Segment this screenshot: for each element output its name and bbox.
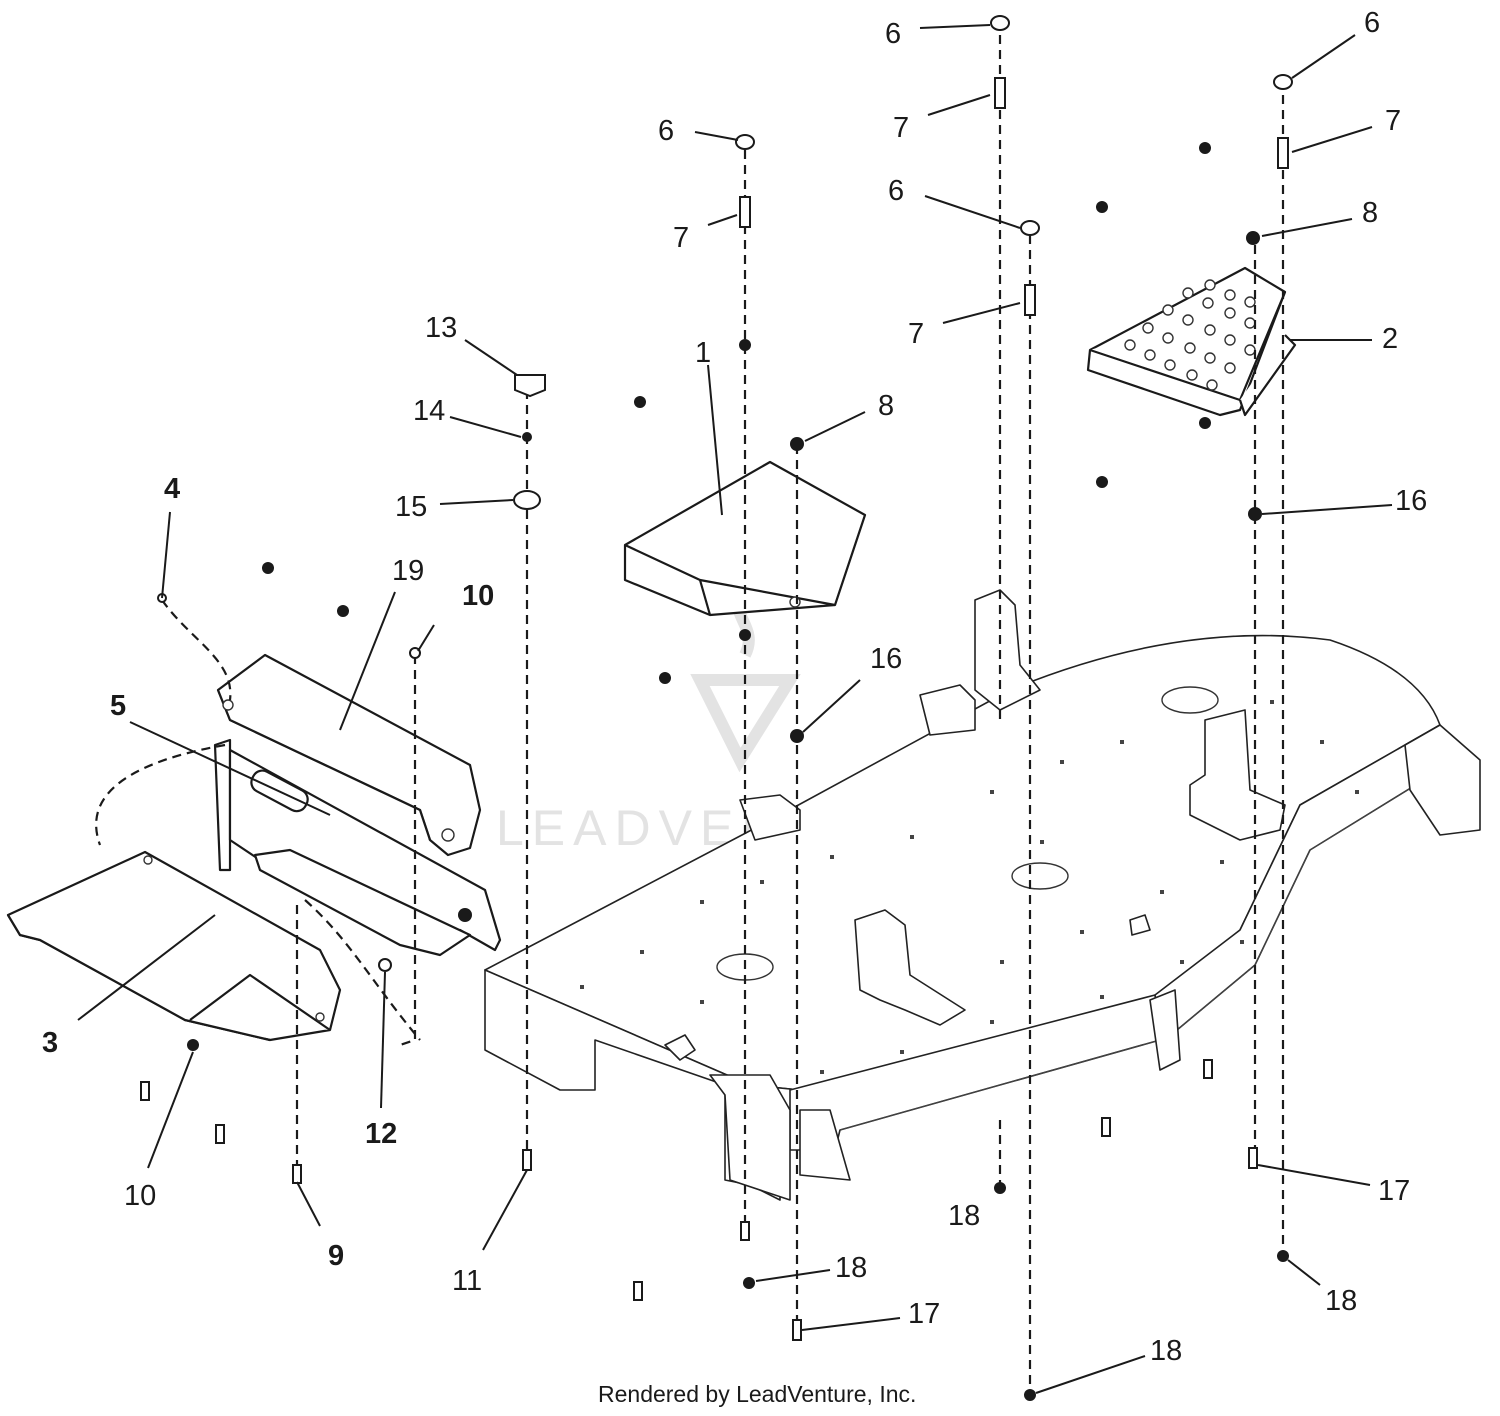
callout-labels: 1 2 3 4 5 6 6 6 6 7 7 7 7 8 8 9 10 10 11…	[42, 7, 1427, 1367]
assembly-lines	[95, 35, 1285, 1395]
step-plate-holes	[1124, 279, 1256, 391]
callout-12: 12	[365, 1118, 397, 1150]
deck-upright-front-center	[739, 794, 801, 841]
callout-18-left: 18	[835, 1252, 867, 1284]
deck-upright-center	[854, 909, 966, 1026]
deck-front-right-bracket	[799, 1109, 851, 1181]
callout-14: 14	[413, 395, 445, 427]
spindle-hole-center	[1011, 862, 1069, 890]
callout-7-right: 7	[1385, 105, 1401, 137]
hardware	[140, 15, 1293, 1401]
callout-10-bottom: 10	[124, 1180, 156, 1212]
callout-19: 19	[392, 555, 424, 587]
callout-6-top: 6	[885, 18, 901, 50]
callout-18-right: 18	[1325, 1285, 1357, 1317]
spindle-hole-right	[1161, 686, 1219, 714]
callout-11: 11	[452, 1265, 482, 1297]
callout-4: 4	[164, 473, 180, 505]
callout-13: 13	[425, 312, 457, 344]
callout-8-left: 8	[878, 390, 894, 422]
callout-7-top: 7	[893, 112, 909, 144]
deck-bolt-holes	[580, 700, 1359, 1074]
part-1-cover	[623, 460, 867, 617]
callout-9: 9	[328, 1240, 344, 1272]
callout-3: 3	[42, 1027, 58, 1059]
callout-8-right: 8	[1362, 197, 1378, 229]
callout-10-top: 10	[462, 580, 494, 612]
callout-16-right: 16	[1395, 485, 1427, 517]
deck-small-tab-1	[664, 1034, 696, 1061]
callout-7-left: 7	[673, 222, 689, 254]
deck-top-surface	[484, 634, 1441, 1091]
callout-18-center: 18	[948, 1200, 980, 1232]
footer-credit: Rendered by LeadVenture, Inc.	[598, 1381, 916, 1407]
mower-deck	[484, 589, 1481, 1201]
deck-small-tab-2	[1129, 914, 1151, 936]
deck-upright-rear-left	[919, 684, 976, 736]
callout-6-center: 6	[888, 175, 904, 207]
deck-upright-right	[1189, 709, 1286, 841]
callout-16-left: 16	[870, 643, 902, 675]
callout-5: 5	[110, 690, 126, 722]
part-2-step-plate	[1086, 266, 1297, 417]
deck-front-left-bracket	[709, 1074, 791, 1201]
callout-1: 1	[695, 337, 711, 369]
callout-6-right: 6	[1364, 7, 1380, 39]
callout-15: 15	[395, 491, 427, 523]
callout-17-right: 17	[1378, 1175, 1410, 1207]
deck-right-bracket-2	[1149, 989, 1181, 1071]
callout-6-left: 6	[658, 115, 674, 147]
callout-2: 2	[1382, 323, 1398, 355]
leader-lines	[77, 24, 1393, 1394]
deck-right-bracket-1	[1404, 724, 1481, 836]
callout-18-bottom: 18	[1150, 1335, 1182, 1367]
callout-17-bottom: 17	[908, 1298, 940, 1330]
callout-7-center: 7	[908, 318, 924, 350]
